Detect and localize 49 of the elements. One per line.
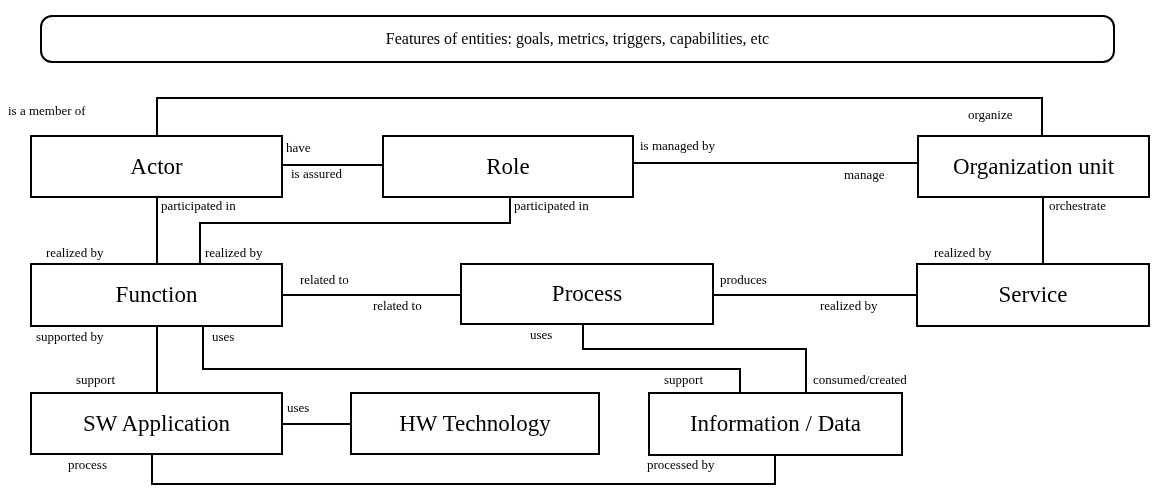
entity-name: Organization unit [952, 153, 1115, 180]
connector-line [633, 162, 918, 164]
entity-box [648, 392, 903, 456]
entity-box [30, 263, 283, 327]
connector-line [156, 197, 158, 264]
connector-line [282, 423, 351, 425]
relation-label: is assured [291, 167, 342, 181]
connector-line [1042, 197, 1044, 264]
relation-label: consumed/created [813, 373, 907, 387]
entity-box [916, 263, 1150, 327]
entity-box [350, 392, 600, 455]
entity-box [382, 135, 634, 198]
entity-name: HW Technology [399, 410, 551, 437]
entity-name: Role [486, 153, 530, 180]
entity-name: Function [115, 282, 198, 308]
relation-label: related to [300, 273, 349, 287]
entity-name: Service [998, 282, 1068, 308]
connector-line [156, 326, 158, 393]
connector-line [199, 197, 511, 264]
relation-label: realized by [205, 246, 263, 260]
relation-label: organize [968, 108, 1013, 122]
connector-line [156, 97, 1043, 136]
relation-label: support [76, 373, 115, 387]
entity-name: SW Application [82, 410, 231, 437]
entity-name: Information / Data [689, 411, 862, 437]
connector-line [713, 294, 917, 296]
relation-label: realized by [820, 299, 878, 313]
entity-box [917, 135, 1150, 198]
relation-label: orchestrate [1049, 199, 1107, 213]
entity-name: Process [551, 281, 623, 307]
relation-label: support [664, 373, 703, 387]
relation-label: is a member of [8, 104, 86, 118]
relation-label: participated in [514, 199, 589, 213]
relation-label: participated in [161, 199, 236, 213]
relation-label: is managed by [640, 139, 716, 153]
connector-line [282, 294, 461, 296]
entity-name: Actor [130, 153, 183, 180]
connector-line [282, 164, 383, 166]
note-box [40, 15, 1115, 63]
connector-line [582, 324, 807, 393]
connector-line [202, 326, 741, 393]
connector-line [151, 454, 776, 485]
entity-box [460, 263, 714, 325]
relation-label: produces [720, 273, 767, 287]
note-text: Features of entities: goals, metrics, triggers, capabilities, etc [385, 30, 770, 48]
relation-label: have [286, 141, 311, 155]
entity-box [30, 392, 283, 455]
relation-label: processed by [647, 458, 715, 472]
relation-label: related to [373, 299, 422, 313]
